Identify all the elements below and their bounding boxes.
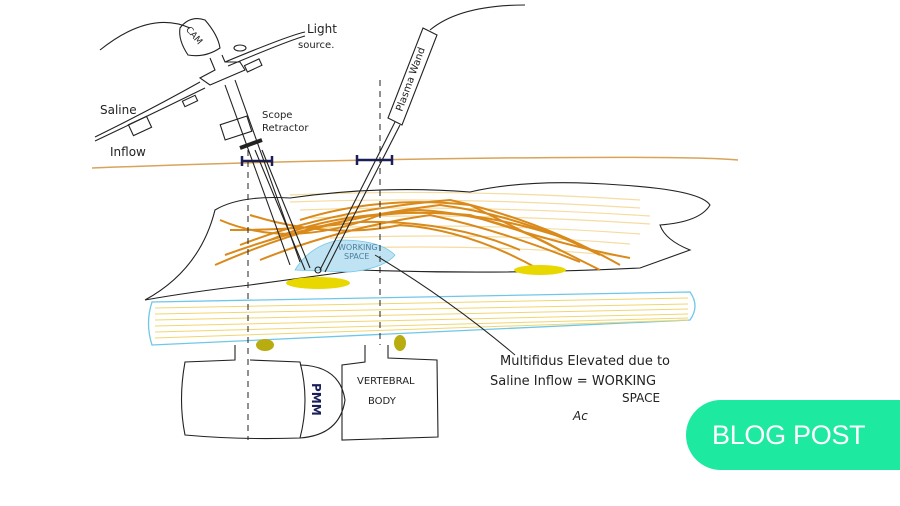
fat-pad (286, 277, 350, 289)
annotation-line-1: Multifidus Elevated due to (500, 354, 670, 369)
blog-post-badge[interactable]: BLOG POST (686, 400, 900, 470)
light-source-label-2: source. (298, 40, 334, 51)
fat-pad-2 (514, 265, 566, 275)
endoscope (94, 18, 311, 271)
nerve-fibres (154, 297, 689, 339)
foramen-fat-2 (394, 335, 406, 351)
vertebral-body-label: VERTEBRAL (357, 376, 415, 387)
working-space (294, 239, 396, 273)
inflow-label: Inflow (110, 145, 146, 159)
light-source-label: Light (307, 22, 337, 36)
working-space-label: WORKING (338, 243, 378, 252)
skin-line (91, 156, 739, 169)
annotation-line-2: Saline Inflow = WORKING (490, 374, 656, 389)
annotation-line-3: SPACE (622, 391, 660, 405)
lamina-outline (144, 182, 711, 301)
plasma-wand-label: Plasma Wand (394, 46, 427, 113)
saline-label: Saline (100, 103, 137, 117)
dural-sac (147, 291, 696, 346)
annotation-leader-line (374, 254, 516, 356)
vertebral-body-label-2: BODY (368, 396, 397, 407)
pmm-label: PMM (309, 383, 323, 416)
vertebral-bodies (180, 345, 439, 441)
cam-label: CAM (183, 25, 204, 47)
scope-retractor-label: Scope (262, 110, 292, 121)
working-space-label-2: SPACE (344, 252, 369, 261)
blog-post-badge-label: BLOG POST (712, 419, 866, 450)
plasma-wand (314, 4, 526, 274)
scope-retractor-label-2: Retractor (262, 123, 309, 134)
foramen-fat (256, 339, 274, 351)
signature: Ac (572, 409, 588, 423)
multifidus-fibres (214, 198, 631, 271)
